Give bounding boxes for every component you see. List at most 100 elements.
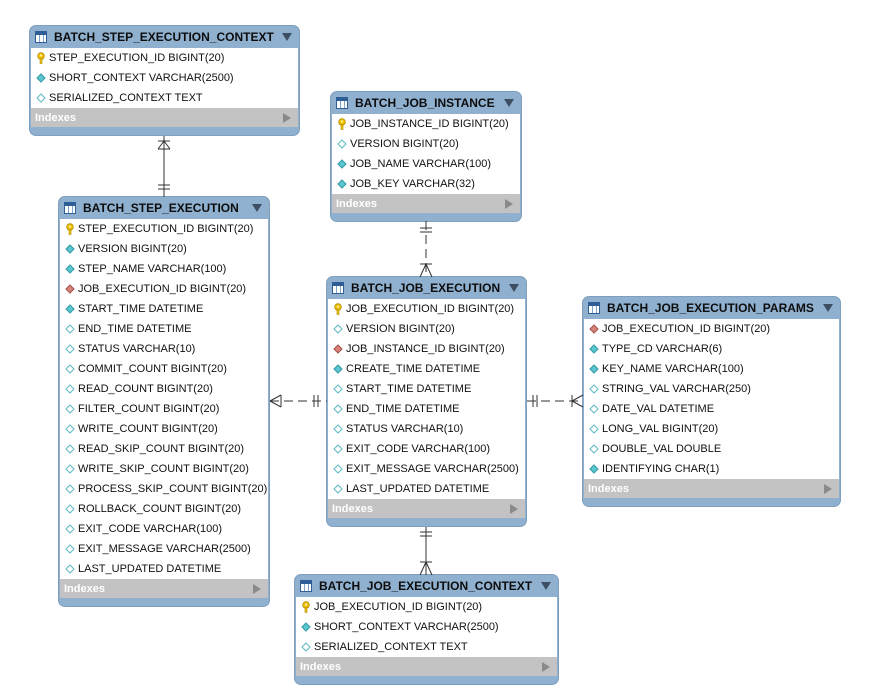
expand-arrow-icon[interactable] xyxy=(824,483,832,494)
table-header[interactable]: BATCH_JOB_EXECUTION_PARAMS xyxy=(583,297,840,319)
column-row[interactable]: SERIALIZED_CONTEXT TEXT xyxy=(31,88,298,108)
column-row[interactable]: VERSION BIGINT(20) xyxy=(60,239,268,259)
column-row[interactable]: DATE_VAL DATETIME xyxy=(584,399,839,419)
nullable-column-icon xyxy=(65,484,75,494)
column-row[interactable]: VERSION BIGINT(20) xyxy=(332,134,520,154)
column-row[interactable]: LAST_UPDATED DATETIME xyxy=(328,479,525,499)
expand-arrow-icon[interactable] xyxy=(542,661,550,672)
column-row[interactable]: JOB_INSTANCE_ID BIGINT(20) xyxy=(332,114,520,134)
column-row[interactable]: STEP_NAME VARCHAR(100) xyxy=(60,259,268,279)
column-row[interactable]: READ_COUNT BIGINT(20) xyxy=(60,379,268,399)
column-row[interactable]: VERSION BIGINT(20) xyxy=(328,319,525,339)
indexes-section[interactable]: Indexes xyxy=(31,108,298,127)
column-row[interactable]: JOB_EXECUTION_ID BIGINT(20) xyxy=(296,597,557,617)
table-batch-job-execution[interactable]: BATCH_JOB_EXECUTION JOB_EXECUTION_ID BIG… xyxy=(327,277,526,526)
column-row[interactable]: END_TIME DATETIME xyxy=(60,319,268,339)
table-header[interactable]: BATCH_JOB_EXECUTION_CONTEXT xyxy=(295,575,558,597)
foreign-key-icon xyxy=(333,344,343,354)
indexes-section[interactable]: Indexes xyxy=(584,479,839,498)
column-row[interactable]: JOB_INSTANCE_ID BIGINT(20) xyxy=(328,339,525,359)
table-batch-job-execution-params[interactable]: BATCH_JOB_EXECUTION_PARAMS JOB_EXECUTION… xyxy=(583,297,840,506)
table-batch-step-execution[interactable]: BATCH_STEP_EXECUTION STEP_EXECUTION_ID B… xyxy=(59,197,269,606)
column-row[interactable]: SHORT_CONTEXT VARCHAR(2500) xyxy=(296,617,557,637)
table-batch-step-execution-context[interactable]: BATCH_STEP_EXECUTION_CONTEXT STEP_EXECUT… xyxy=(30,26,299,135)
column-row[interactable]: WRITE_SKIP_COUNT BIGINT(20) xyxy=(60,459,268,479)
column-row[interactable]: STATUS VARCHAR(10) xyxy=(60,339,268,359)
indexes-section[interactable]: Indexes xyxy=(60,579,268,598)
column-row[interactable]: FILTER_COUNT BIGINT(20) xyxy=(60,399,268,419)
column-label: EXIT_CODE VARCHAR(100) xyxy=(346,443,491,455)
column-row[interactable]: JOB_KEY VARCHAR(32) xyxy=(332,174,520,194)
column-row[interactable]: LAST_UPDATED DATETIME xyxy=(60,559,268,579)
column-row[interactable]: JOB_EXECUTION_ID BIGINT(20) xyxy=(60,279,268,299)
collapse-arrow-icon[interactable] xyxy=(541,582,551,590)
expand-arrow-icon[interactable] xyxy=(505,198,513,209)
indexes-section[interactable]: Indexes xyxy=(328,499,525,518)
column-label: JOB_EXECUTION_ID BIGINT(20) xyxy=(78,283,247,295)
column-label: DATE_VAL DATETIME xyxy=(602,403,715,415)
collapse-arrow-icon[interactable] xyxy=(252,204,262,212)
expand-arrow-icon[interactable] xyxy=(253,583,261,594)
table-header[interactable]: BATCH_STEP_EXECUTION xyxy=(59,197,269,219)
nullable-column-icon xyxy=(333,444,343,454)
column-row[interactable]: START_TIME DATETIME xyxy=(60,299,268,319)
column-row[interactable]: PROCESS_SKIP_COUNT BIGINT(20) xyxy=(60,479,268,499)
collapse-arrow-icon[interactable] xyxy=(823,304,833,312)
column-row[interactable]: CREATE_TIME DATETIME xyxy=(328,359,525,379)
column-row[interactable]: EXIT_MESSAGE VARCHAR(2500) xyxy=(60,539,268,559)
collapse-arrow-icon[interactable] xyxy=(509,284,519,292)
relationship-step-execution-to-job-execution[interactable] xyxy=(269,394,327,408)
column-label: READ_SKIP_COUNT BIGINT(20) xyxy=(78,443,245,455)
relationship-job-execution-to-context[interactable] xyxy=(419,527,433,576)
column-row[interactable]: END_TIME DATETIME xyxy=(328,399,525,419)
column-row[interactable]: STEP_EXECUTION_ID BIGINT(20) xyxy=(60,219,268,239)
expand-arrow-icon[interactable] xyxy=(510,503,518,514)
not-null-column-icon xyxy=(301,622,311,632)
column-row[interactable]: EXIT_CODE VARCHAR(100) xyxy=(60,519,268,539)
column-row[interactable]: LONG_VAL BIGINT(20) xyxy=(584,419,839,439)
nullable-column-icon xyxy=(333,384,343,394)
table-header[interactable]: BATCH_JOB_EXECUTION xyxy=(327,277,526,299)
column-label: JOB_KEY VARCHAR(32) xyxy=(350,178,475,190)
column-row[interactable]: SERIALIZED_CONTEXT TEXT xyxy=(296,637,557,657)
column-row[interactable]: COMMIT_COUNT BIGINT(20) xyxy=(60,359,268,379)
column-label: WRITE_SKIP_COUNT BIGINT(20) xyxy=(78,463,249,475)
table-batch-job-execution-context[interactable]: BATCH_JOB_EXECUTION_CONTEXT JOB_EXECUTIO… xyxy=(295,575,558,684)
collapse-arrow-icon[interactable] xyxy=(282,33,292,41)
nullable-column-icon xyxy=(333,464,343,474)
column-row[interactable]: READ_SKIP_COUNT BIGINT(20) xyxy=(60,439,268,459)
column-row[interactable]: JOB_EXECUTION_ID BIGINT(20) xyxy=(328,299,525,319)
column-row[interactable]: SHORT_CONTEXT VARCHAR(2500) xyxy=(31,68,298,88)
column-label: END_TIME DATETIME xyxy=(346,403,460,415)
not-null-column-icon xyxy=(333,364,343,374)
column-row[interactable]: JOB_NAME VARCHAR(100) xyxy=(332,154,520,174)
column-row[interactable]: STATUS VARCHAR(10) xyxy=(328,419,525,439)
table-header[interactable]: BATCH_STEP_EXECUTION_CONTEXT xyxy=(30,26,299,48)
primary-key-icon xyxy=(337,118,347,130)
column-row[interactable]: WRITE_COUNT BIGINT(20) xyxy=(60,419,268,439)
column-row[interactable]: ROLLBACK_COUNT BIGINT(20) xyxy=(60,499,268,519)
expand-arrow-icon[interactable] xyxy=(283,112,291,123)
column-row[interactable]: STRING_VAL VARCHAR(250) xyxy=(584,379,839,399)
table-batch-job-instance[interactable]: BATCH_JOB_INSTANCE JOB_INSTANCE_ID BIGIN… xyxy=(331,92,521,221)
relationship-job-instance-to-job-execution[interactable] xyxy=(419,221,433,278)
column-row[interactable]: KEY_NAME VARCHAR(100) xyxy=(584,359,839,379)
column-list: STEP_EXECUTION_ID BIGINT(20) VERSION BIG… xyxy=(60,219,268,579)
column-row[interactable]: EXIT_MESSAGE VARCHAR(2500) xyxy=(328,459,525,479)
indexes-section[interactable]: Indexes xyxy=(296,657,557,676)
column-row[interactable]: DOUBLE_VAL DOUBLE xyxy=(584,439,839,459)
column-row[interactable]: JOB_EXECUTION_ID BIGINT(20) xyxy=(584,319,839,339)
column-row[interactable]: START_TIME DATETIME xyxy=(328,379,525,399)
relationship-params-to-job-execution[interactable] xyxy=(527,394,584,408)
collapse-arrow-icon[interactable] xyxy=(504,99,514,107)
column-row[interactable]: TYPE_CD VARCHAR(6) xyxy=(584,339,839,359)
indexes-section[interactable]: Indexes xyxy=(332,194,520,213)
column-row[interactable]: EXIT_CODE VARCHAR(100) xyxy=(328,439,525,459)
table-header[interactable]: BATCH_JOB_INSTANCE xyxy=(331,92,521,114)
column-label: LONG_VAL BIGINT(20) xyxy=(602,423,719,435)
column-label: SERIALIZED_CONTEXT TEXT xyxy=(314,641,468,653)
column-row[interactable]: IDENTIFYING CHAR(1) xyxy=(584,459,839,479)
relationship-step-context-to-step-execution[interactable] xyxy=(157,136,171,197)
column-row[interactable]: STEP_EXECUTION_ID BIGINT(20) xyxy=(31,48,298,68)
nullable-column-icon xyxy=(65,504,75,514)
